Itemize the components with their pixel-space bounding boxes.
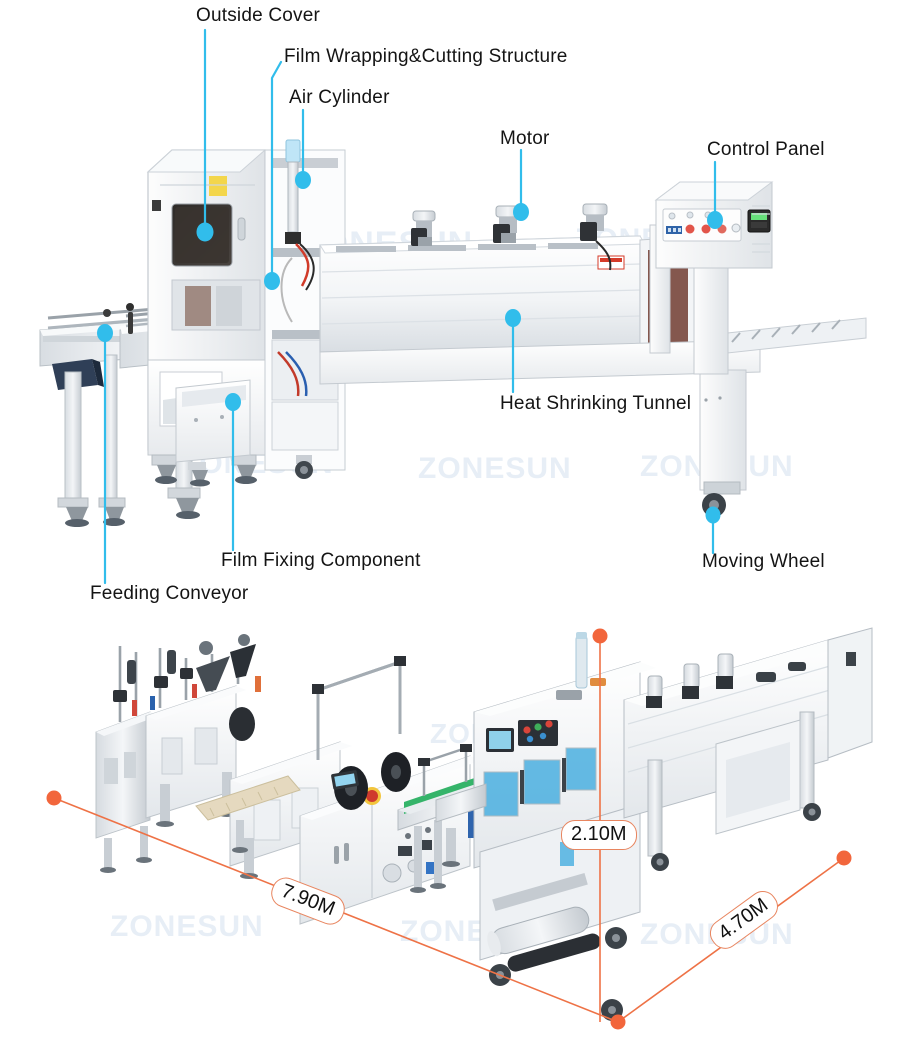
dim-point-left [46, 790, 62, 806]
callout-label-film-wrapping: Film Wrapping&Cutting Structure [284, 46, 568, 67]
brand-watermark: ZONESUN [418, 452, 572, 485]
dot-film-fixing [225, 393, 241, 411]
tunnel-motor-1 [411, 210, 436, 246]
dot-feeding-conveyor [97, 324, 113, 342]
callout-label-motor: Motor [500, 128, 550, 149]
dot-motor [513, 203, 529, 221]
callout-label-air-cylinder: Air Cylinder [289, 87, 390, 108]
tunnel-motor-3 [580, 203, 612, 271]
dot-outside-cover [196, 222, 214, 242]
leader-film-wrapping [270, 60, 283, 283]
brand-watermark: ZONESUN [110, 910, 264, 943]
dim-point-top [592, 628, 608, 644]
film-wrapping-frame-art [264, 139, 346, 479]
callout-label-outside-cover: Outside Cover [196, 5, 321, 26]
heat-shrinking-tunnel-art [319, 203, 867, 517]
dot-film-wrapping [264, 272, 280, 290]
callout-label-film-fixing: Film Fixing Component [221, 550, 421, 571]
shrink-tunnel-bottom-art [623, 627, 873, 871]
dot-moving-wheel [705, 506, 721, 524]
callout-label-feeding-conveyor: Feeding Conveyor [90, 583, 249, 604]
bottom-tunnel-motors [646, 653, 806, 708]
dimension-endpoints [46, 628, 852, 1030]
dot-control-panel [707, 211, 723, 229]
callout-label-heat-tunnel: Heat Shrinking Tunnel [500, 393, 692, 414]
dot-air-cylinder [295, 171, 311, 189]
callout-label-control-panel: Control Panel [707, 139, 825, 160]
callout-dots [97, 171, 723, 524]
filling-capping-cluster-art [95, 634, 482, 925]
callout-label-moving-wheel: Moving Wheel [702, 551, 825, 572]
dot-heat-tunnel [505, 309, 521, 327]
dim-point-right [836, 850, 852, 866]
dimension-label-height: 2.10M [561, 820, 637, 850]
dim-point-front [610, 1014, 626, 1030]
